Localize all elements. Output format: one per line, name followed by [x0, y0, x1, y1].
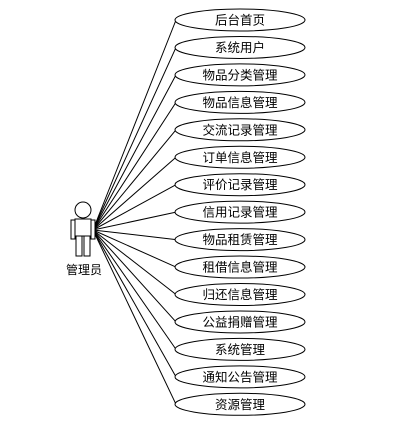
- use-case-label: 信用记录管理: [202, 205, 278, 220]
- actor-admin: 管理员: [66, 201, 102, 277]
- actor-label: 管理员: [66, 262, 102, 277]
- association-line: [92, 229, 177, 241]
- association-lines: [92, 19, 177, 405]
- actor-left-leg: [75, 235, 83, 257]
- use-case: 评价记录管理: [174, 173, 306, 197]
- use-case-label: 订单信息管理: [202, 150, 278, 165]
- actor-right-leg: [83, 235, 91, 257]
- use-case: 订单信息管理: [174, 145, 306, 169]
- use-case-label: 物品分类管理: [202, 67, 278, 82]
- use-case: 资源管理: [174, 392, 306, 416]
- use-case: 物品分类管理: [174, 63, 306, 87]
- use-case-ellipse: [174, 392, 306, 416]
- actor-right-arm: [90, 219, 96, 240]
- use-case: 系统用户: [174, 35, 306, 59]
- association-line: [92, 229, 177, 295]
- use-case-label: 通知公告管理: [202, 369, 278, 384]
- use-case-ellipse: [174, 255, 306, 279]
- actor-torso: [74, 218, 92, 237]
- use-case-ellipse: [174, 145, 306, 169]
- association-line: [92, 74, 177, 231]
- use-case: 归还信息管理: [174, 283, 306, 306]
- use-case-ellipse: [174, 35, 306, 59]
- use-case-label: 后台首页: [215, 13, 265, 28]
- association-line: [92, 229, 177, 323]
- association-line: [92, 47, 177, 231]
- use-case-ellipse: [174, 63, 306, 87]
- association-line: [92, 229, 177, 350]
- association-line: [92, 184, 177, 231]
- association-line: [92, 229, 177, 268]
- use-case: 信用记录管理: [174, 200, 306, 224]
- use-case-label: 资源管理: [215, 397, 266, 412]
- use-case: 物品租赁管理: [174, 228, 306, 252]
- use-case-label: 物品租赁管理: [202, 232, 278, 247]
- association-line: [92, 211, 177, 231]
- use-cases: 后台首页系统用户物品分类管理物品信息管理交流记录管理订单信息管理评价记录管理信用…: [174, 8, 306, 416]
- use-case-ellipse: [174, 365, 306, 389]
- use-case: 后台首页: [174, 8, 306, 32]
- use-case-ellipse: [174, 283, 306, 306]
- use-case-label: 租借信息管理: [202, 260, 278, 275]
- use-case: 通知公告管理: [174, 365, 306, 389]
- use-case: 公益捐赠管理: [174, 310, 306, 334]
- association-line: [92, 129, 177, 231]
- use-case: 物品信息管理: [174, 90, 306, 114]
- actor-head: [74, 201, 92, 219]
- actor-left-arm: [70, 219, 76, 240]
- use-case-label: 归还信息管理: [202, 287, 278, 302]
- use-case-ellipse: [174, 90, 306, 114]
- use-case-label: 系统用户: [215, 40, 265, 55]
- use-case: 交流记录管理: [174, 118, 306, 142]
- use-case: 租借信息管理: [174, 255, 306, 279]
- use-case-ellipse: [174, 310, 306, 334]
- use-case: 系统管理: [174, 337, 306, 361]
- use-case-ellipse: [174, 173, 306, 197]
- use-case-ellipse: [174, 118, 306, 142]
- use-case-label: 物品信息管理: [202, 95, 278, 110]
- association-line: [92, 156, 177, 231]
- association-line: [92, 19, 177, 231]
- association-line: [92, 102, 177, 231]
- use-case-label: 评价记录管理: [202, 177, 278, 192]
- association-line: [92, 229, 177, 378]
- use-case-ellipse: [174, 228, 306, 252]
- use-case-ellipse: [174, 337, 306, 361]
- use-case-label: 公益捐赠管理: [202, 314, 278, 329]
- use-case-ellipse: [174, 8, 306, 32]
- use-case-label: 交流记录管理: [202, 122, 278, 137]
- use-case-ellipse: [174, 200, 306, 224]
- association-line: [92, 229, 177, 405]
- use-case-label: 系统管理: [215, 342, 266, 357]
